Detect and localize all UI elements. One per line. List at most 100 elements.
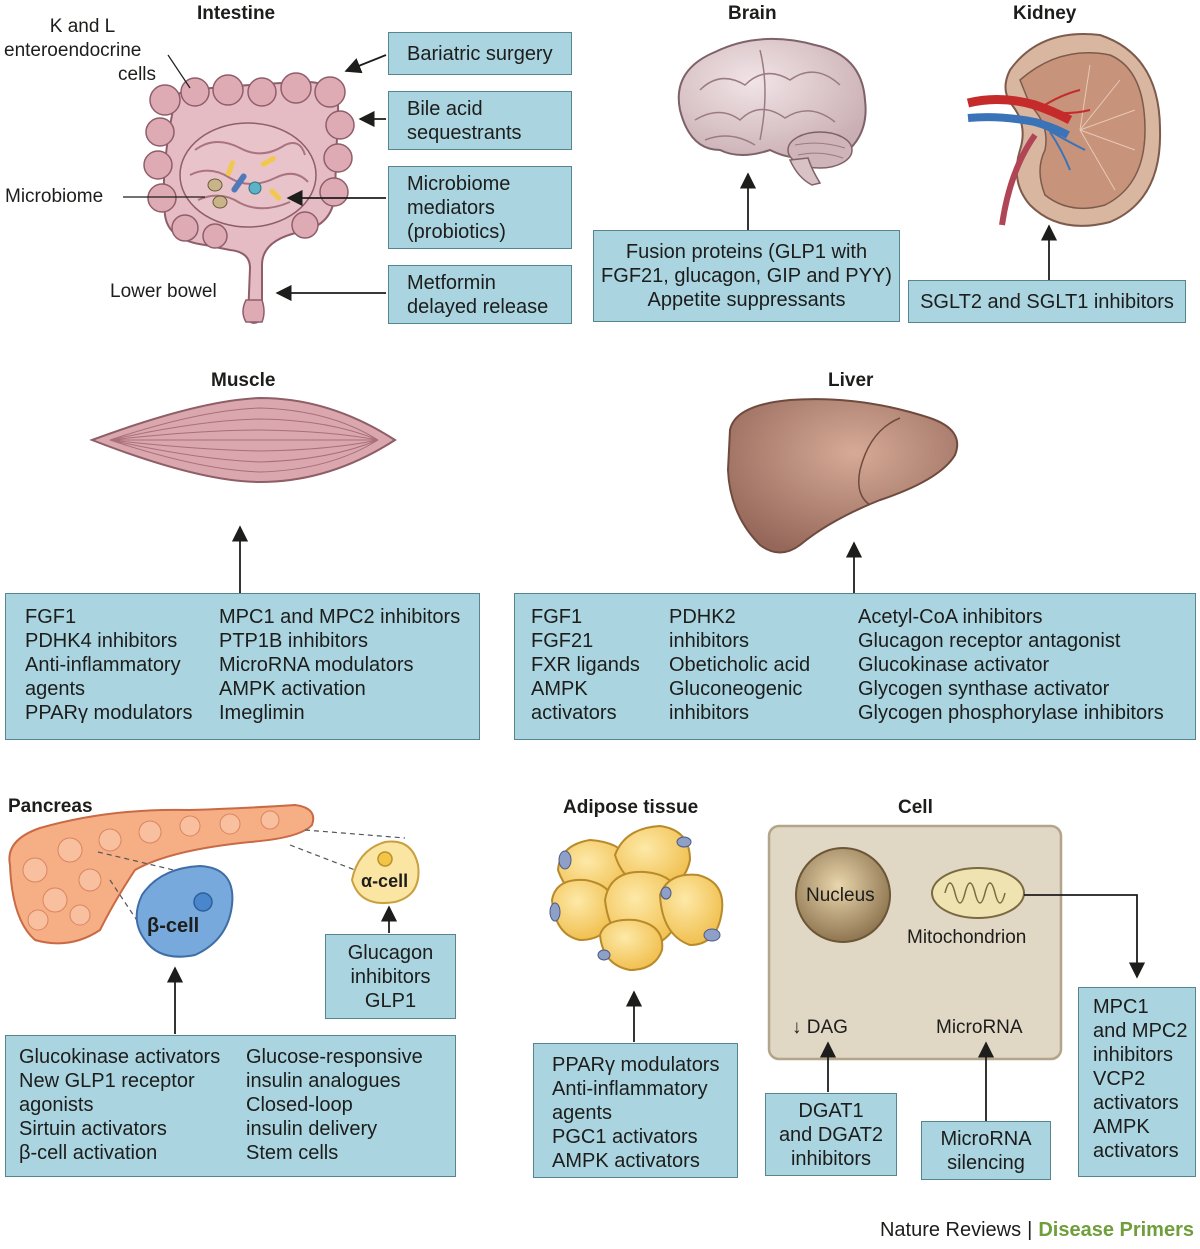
alpha-line-1: Glucagon: [347, 942, 434, 964]
cell-title: Cell: [898, 797, 933, 818]
mpc-line-3: inhibitors: [1093, 1044, 1174, 1066]
brain-box: Fusion proteins (GLP1 with FGF21, glucag…: [593, 230, 900, 322]
alpha-cell-shape: [350, 840, 420, 904]
mirna-line-2: silencing: [947, 1152, 1025, 1174]
adipose-title: Adipose tissue: [563, 797, 699, 818]
alpha-line-3: GLP1: [364, 990, 417, 1012]
microbiome-line-2: mediators: [407, 197, 495, 219]
intestine-title: Intestine: [197, 3, 276, 24]
alpha-cell-label: α-cell: [361, 871, 409, 891]
microbiome-mediators-box: Microbiome mediators (probiotics): [388, 166, 572, 249]
muscle-box: FGF1 PDHK4 inhibitors Anti-inflammatory …: [5, 593, 480, 740]
adipose-illustration: [550, 824, 724, 972]
beta-cell-label: β-cell: [147, 915, 200, 937]
mitochondrion-label: Mitochondrion: [907, 927, 1027, 948]
footer-subtitle: Disease Primers: [1038, 1219, 1194, 1241]
nucleus-shape: [795, 847, 891, 943]
k-l-cells-label-2: enteroendocrine: [4, 40, 142, 61]
bariatric-line-1: Bariatric surgery: [407, 43, 553, 65]
brain-line-3: Appetite suppressants: [647, 289, 846, 311]
liver-c1-line-2: FGF21: [531, 630, 594, 652]
liver-c3-line-2: Glucagon receptor antagonist: [858, 630, 1121, 652]
liver-c2-line-1: PDHK2: [669, 606, 736, 628]
mpc-line-5: activators: [1093, 1092, 1179, 1114]
bile-acid-box: Bile acid sequestrants: [388, 91, 572, 150]
mpc-line-2: and MPC2: [1093, 1020, 1188, 1042]
k-l-cells-label-1: K and L: [49, 16, 116, 37]
muscle-c2-line-1: MPC1 and MPC2 inhibitors: [219, 606, 461, 628]
mpc-line-6: AMPK: [1093, 1116, 1150, 1138]
microrna-label: MicroRNA: [936, 1017, 1023, 1038]
muscle-c2-line-3: MicroRNA modulators: [219, 654, 414, 676]
kidney-illustration: [966, 33, 1162, 227]
brain-line-2: FGF21, glucagon, GIP and PYY): [601, 265, 892, 287]
dgat-box: DGAT1 and DGAT2 inhibitors: [765, 1093, 897, 1176]
metformin-line-1: Metformin: [407, 272, 496, 294]
muscle-c2-line-2: PTP1B inhibitors: [219, 630, 368, 652]
adipose-line-3: agents: [552, 1102, 613, 1124]
beta-c2-line-4: insulin delivery: [246, 1118, 378, 1140]
beta-c1-line-3: agonists: [19, 1094, 94, 1116]
pancreas-title: Pancreas: [8, 796, 93, 817]
liver-c1-line-4: AMPK: [531, 678, 588, 700]
muscle-col-2: MPC1 and MPC2 inhibitors PTP1B inhibitor…: [219, 605, 460, 725]
beta-c2-line-1: Glucose-responsive: [246, 1046, 423, 1068]
beta-c2-line-2: insulin analogues: [246, 1070, 401, 1092]
liver-c1-line-1: FGF1: [531, 606, 583, 628]
mpc-box: MPC1 and MPC2 inhibitors VCP2 activators…: [1078, 987, 1196, 1177]
intestine-illustration: [143, 72, 355, 324]
pancreas-illustration: [8, 803, 315, 945]
k-l-cells-label-3: cells: [118, 64, 157, 85]
muscle-col-1: FGF1 PDHK4 inhibitors Anti-inflammatory …: [25, 605, 192, 725]
beta-c1-line-4: Sirtuin activators: [19, 1118, 167, 1140]
footer-separator: |: [1027, 1219, 1033, 1241]
muscle-c1-line-4: agents: [25, 678, 86, 700]
muscle-c1-line-3: Anti-inflammatory: [25, 654, 181, 676]
kidney-line-1: SGLT2 and SGLT1 inhibitors: [920, 291, 1174, 313]
mpc-line-7: activators: [1093, 1140, 1179, 1162]
alpha-line-2: inhibitors: [350, 966, 431, 988]
mirna-line-1: MicroRNA: [940, 1128, 1032, 1150]
beta-cell-shape: [135, 864, 234, 958]
liver-col-2: PDHK2 inhibitors Obeticholic acid Glucon…: [669, 605, 810, 725]
microbiome-icon: [207, 156, 282, 209]
footer-brand: Nature Reviews: [879, 1219, 1022, 1241]
lower-bowel-label: Lower bowel: [110, 281, 217, 302]
mitochondrion-shape: [931, 867, 1025, 919]
dgat-line-2: and DGAT2: [778, 1124, 884, 1146]
brain-illustration: [677, 37, 867, 186]
beta-box: Glucokinase activators New GLP1 receptor…: [5, 1035, 456, 1177]
beta-c2-line-3: Closed-loop: [246, 1094, 353, 1116]
liver-c1-line-5: activators: [531, 702, 617, 724]
liver-illustration: [726, 398, 959, 554]
muscle-illustration: [89, 396, 397, 484]
liver-c3-line-1: Acetyl-CoA inhibitors: [858, 606, 1043, 628]
dgat-line-1: DGAT1: [798, 1100, 864, 1122]
liver-c3-line-3: Glucokinase activator: [858, 654, 1050, 676]
dgat-line-3: inhibitors: [790, 1148, 872, 1170]
brain-line-1: Fusion proteins (GLP1 with: [625, 241, 868, 263]
mpc-line-4: VCP2: [1093, 1068, 1146, 1090]
microbiome-label: Microbiome: [5, 186, 104, 207]
beta-c1-line-2: New GLP1 receptor: [19, 1070, 195, 1092]
bariatric-surgery-box: Bariatric surgery: [388, 32, 572, 75]
microbiome-line-3: (probiotics): [407, 221, 506, 243]
liver-c2-line-5: inhibitors: [669, 702, 750, 724]
liver-col-3: Acetyl-CoA inhibitors Glucagon receptor …: [858, 605, 1164, 725]
nucleus-label: Nucleus: [806, 885, 875, 906]
liver-c2-line-2: inhibitors: [669, 630, 750, 652]
muscle-c1-line-5: PPARγ modulators: [25, 702, 193, 724]
muscle-c1-line-2: PDHK4 inhibitors: [25, 630, 178, 652]
bile-line-2: sequestrants: [407, 122, 522, 144]
microbiome-line-1: Microbiome: [407, 173, 511, 195]
alpha-box: Glucagon inhibitors GLP1: [325, 934, 456, 1019]
adipose-line-4: PGC1 activators: [552, 1126, 698, 1148]
liver-title: Liver: [828, 370, 874, 391]
liver-c3-line-5: Glycogen phosphorylase inhibitors: [858, 702, 1164, 724]
muscle-title: Muscle: [211, 370, 276, 391]
liver-c3-line-4: Glycogen synthase activator: [858, 678, 1110, 700]
adipose-box: PPARγ modulators Anti-inflammatory agent…: [533, 1043, 738, 1178]
kidney-title: Kidney: [1013, 3, 1077, 24]
liver-c2-line-3: Obeticholic acid: [669, 654, 811, 676]
